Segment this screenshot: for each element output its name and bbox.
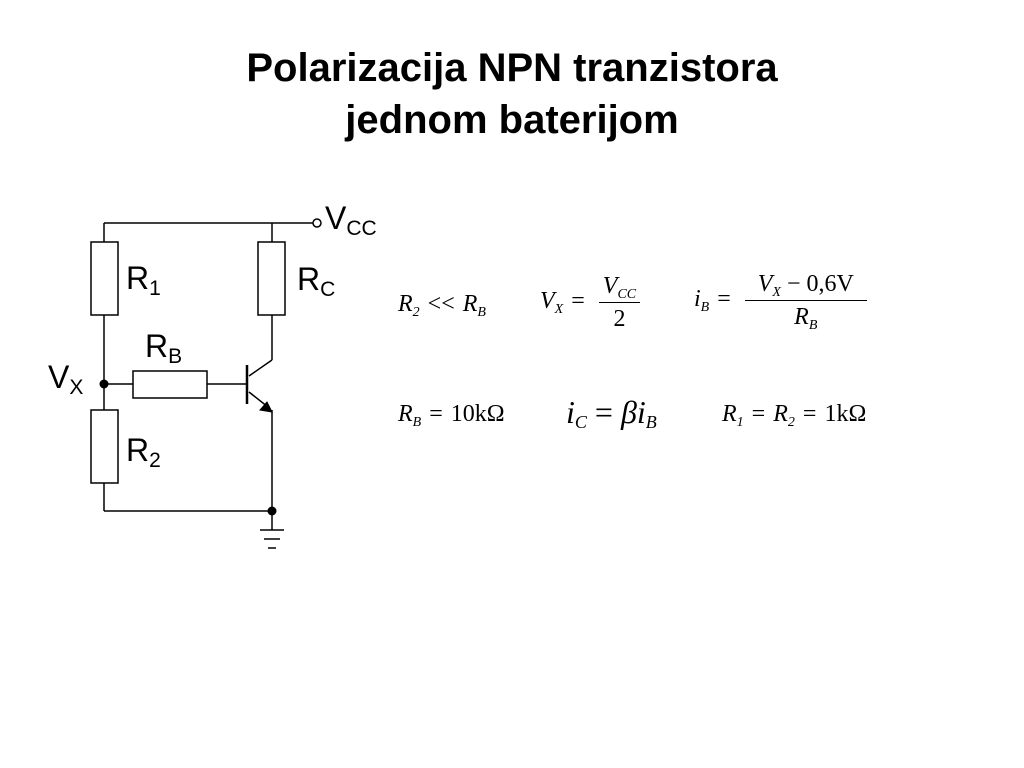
r2-label: R2	[126, 432, 161, 472]
resistor-r2	[90, 409, 119, 484]
slide-title: Polarizacija NPN tranzistora jednom bate…	[0, 42, 1024, 146]
r1-label: R1	[126, 260, 161, 300]
equation-ic: iC=βiB	[566, 394, 657, 432]
equation-ib: iB= VX − 0,6V RB	[694, 270, 867, 333]
transistor-collector-lead	[248, 359, 273, 377]
vcc-terminal	[312, 218, 322, 228]
junction-vx	[99, 379, 109, 389]
equation-rb-value: RB=10kΩ	[398, 401, 505, 430]
title-line-2: jednom baterijom	[345, 98, 679, 142]
vx-fraction: VCC 2	[598, 272, 641, 333]
resistor-r1	[90, 241, 119, 316]
equation-r1-r2-value: R1=R2=1kΩ	[722, 401, 867, 430]
rb-label: RB	[145, 328, 183, 368]
resistor-rb	[132, 370, 208, 399]
equation-r2-much-less-rb: R2<<RB	[398, 291, 486, 320]
equation-vx: VX= VCC 2	[540, 272, 641, 333]
junction-ground	[267, 506, 277, 516]
transistor-emitter-arrow	[259, 401, 273, 413]
vx-label: VX	[48, 359, 84, 399]
rc-label: RC	[297, 261, 336, 301]
title-line-1: Polarizacija NPN tranzistora	[246, 46, 778, 90]
ib-fraction: VX − 0,6V RB	[744, 270, 867, 333]
resistor-rc	[257, 241, 286, 316]
vcc-label: VCC	[325, 200, 377, 240]
